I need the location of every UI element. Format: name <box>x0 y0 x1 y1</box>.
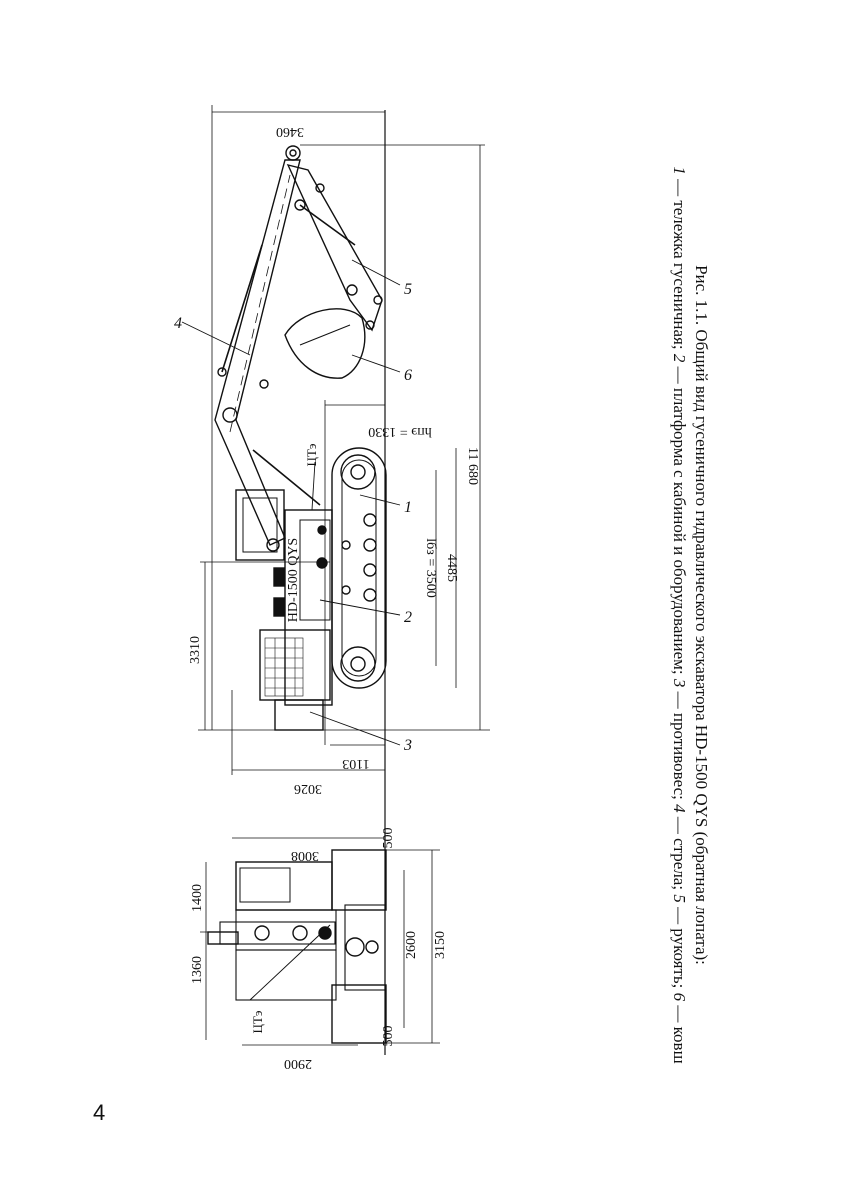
legend-item-4: 4 — стрела; <box>670 804 689 891</box>
dim-2900: 2900 <box>284 1056 312 1071</box>
legend-item-5: 5 — рукоять; <box>670 894 689 989</box>
legend-item-2: 2 — платформа с кабиной и оборудованием; <box>670 353 689 675</box>
part-number-1: 1 <box>404 499 412 516</box>
dim-2600: 2600 <box>404 931 419 959</box>
figure-caption: Рис. 1.1. Общий вид гусеничного гидравли… <box>592 120 712 1110</box>
figure-legend: 1 — тележка гусеничная; 2 — платформа с … <box>668 120 690 1110</box>
part-number-3: 3 <box>403 737 412 754</box>
part-numbers: 4 5 6 1 2 3 <box>174 281 412 754</box>
dim-1360: 1360 <box>190 956 205 984</box>
dim-500-top: 500 <box>381 828 396 849</box>
part-number-5: 5 <box>404 281 412 298</box>
dim-base: lбз = 3500 <box>423 538 438 597</box>
track-left <box>331 984 387 1044</box>
dim-3460: 3460 <box>276 124 304 139</box>
hydraulic-components <box>273 525 328 617</box>
bucket <box>284 308 375 379</box>
model-label: HD-1500 QYS <box>286 538 301 622</box>
track-right <box>331 849 387 911</box>
dim-3008: 3008 <box>291 848 319 863</box>
cg-label-front: ЦТэ <box>250 1010 265 1033</box>
dim-dig-depth: hпэ = 1330 <box>368 424 431 439</box>
crawler-track <box>331 447 387 689</box>
dim-4485: 4485 <box>444 554 459 582</box>
cabin <box>235 489 285 561</box>
dim-1103: 1103 <box>342 756 369 771</box>
dim-11680: 11 680 <box>465 447 480 485</box>
front-dimensions <box>200 837 440 1046</box>
part-number-4: 4 <box>174 315 182 332</box>
dim-3310: 3310 <box>188 636 203 664</box>
dim-1400: 1400 <box>190 884 205 912</box>
side-dimension-labels: 3460 11 680 4485 lбз = 3500 hпэ = 1330 3… <box>188 124 480 796</box>
dim-3150: 3150 <box>433 931 448 959</box>
dim-500-bottom: 500 <box>381 1026 396 1047</box>
legend-item-1: 1 — тележка гусеничная; <box>670 166 689 350</box>
side-dimensions <box>198 105 490 775</box>
engine-grille <box>264 637 304 697</box>
part-number-6: 6 <box>404 367 412 384</box>
figure-caption-title: Рис. 1.1. Общий вид гусеничного гидравли… <box>692 265 711 965</box>
cg-label-side: ЦТэ <box>304 443 319 466</box>
boom <box>214 145 321 552</box>
part-number-2: 2 <box>404 609 412 626</box>
side-view: 3460 11 680 4485 lбз = 3500 hпэ = 1330 3… <box>174 105 490 1055</box>
page-number: 4 <box>93 1100 106 1125</box>
arm <box>286 163 383 332</box>
front-view: 3008 500 1400 1360 2600 3150 500 2900 ЦТ… <box>190 828 448 1072</box>
front-dimension-labels: 3008 500 1400 1360 2600 3150 500 2900 ЦТ… <box>190 828 448 1072</box>
dim-3026: 3026 <box>294 781 322 796</box>
legend-item-3: 3 — противовес; <box>670 678 689 800</box>
leader-lines <box>181 259 401 746</box>
legend-item-6: 6 — ковш <box>670 992 689 1064</box>
